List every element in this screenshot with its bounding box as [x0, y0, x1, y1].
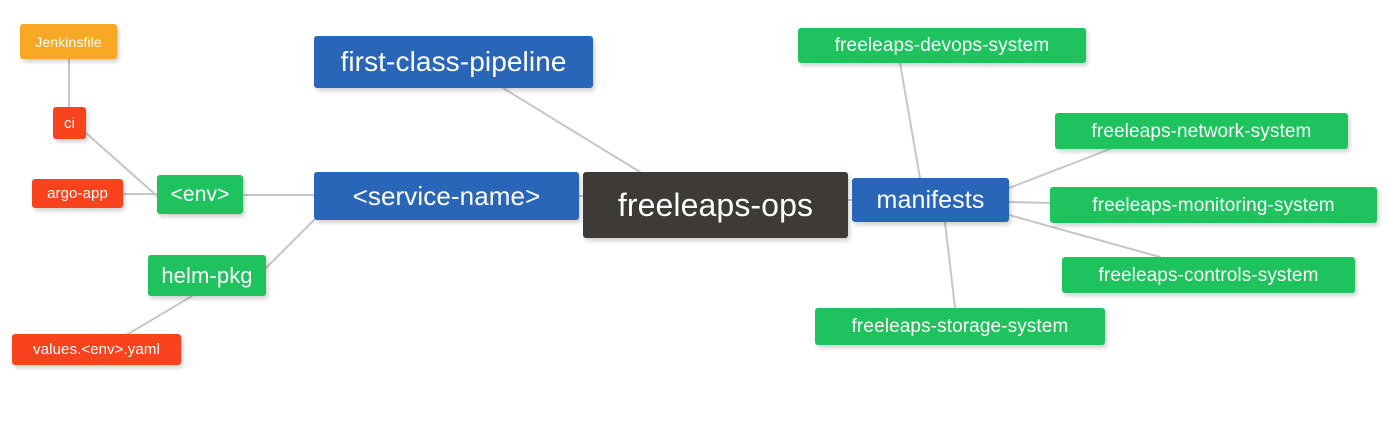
node-label-values-yaml: values.<env>.yaml — [33, 341, 160, 358]
node-jenkinsfile[interactable]: Jenkinsfile — [20, 24, 117, 59]
node-freeleaps-controls-system[interactable]: freeleaps-controls-system — [1062, 257, 1355, 293]
node-label-ci: ci — [63, 114, 76, 132]
edge-manifests-to-freeleaps-devops-system — [899, 62, 921, 179]
node-freeleaps-ops[interactable]: freeleaps-ops — [583, 172, 848, 238]
node-label-helm-pkg: helm-pkg — [161, 262, 253, 288]
node-label-manifests: manifests — [876, 185, 985, 214]
node-service-name[interactable]: <service-name> — [314, 172, 579, 220]
node-values-yaml[interactable]: values.<env>.yaml — [12, 334, 181, 365]
node-argo-app[interactable]: argo-app — [32, 179, 123, 208]
node-label-freeleaps-controls-system: freeleaps-controls-system — [1098, 264, 1319, 286]
node-ci[interactable]: ci — [53, 107, 86, 139]
node-label-service-name: <service-name> — [352, 181, 541, 211]
node-freeleaps-storage-system[interactable]: freeleaps-storage-system — [815, 308, 1105, 345]
node-label-first-class-pipeline: first-class-pipeline — [340, 46, 567, 77]
node-env[interactable]: <env> — [157, 175, 243, 214]
node-label-env: <env> — [170, 183, 230, 206]
node-manifests[interactable]: manifests — [852, 178, 1009, 222]
node-label-argo-app: argo-app — [47, 185, 108, 202]
node-freeleaps-devops-system[interactable]: freeleaps-devops-system — [798, 28, 1086, 63]
node-first-class-pipeline[interactable]: first-class-pipeline — [314, 36, 593, 88]
node-freeleaps-network-system[interactable]: freeleaps-network-system — [1055, 113, 1348, 149]
edge-first-class-pipeline-to-freeleaps-ops — [502, 87, 641, 173]
node-label-freeleaps-storage-system: freeleaps-storage-system — [851, 316, 1069, 337]
node-helm-pkg[interactable]: helm-pkg — [148, 255, 266, 296]
edge-manifests-to-freeleaps-storage-system — [944, 221, 956, 309]
edge-manifests-to-freeleaps-monitoring-system — [1008, 201, 1051, 204]
edge-service-name-to-helm-pkg — [265, 219, 315, 269]
edge-manifests-to-freeleaps-network-system — [1008, 148, 1111, 189]
node-label-jenkinsfile: Jenkinsfile — [35, 33, 102, 50]
node-label-freeleaps-monitoring-system: freeleaps-monitoring-system — [1092, 194, 1335, 216]
node-label-freeleaps-ops: freeleaps-ops — [617, 187, 814, 223]
node-label-freeleaps-devops-system: freeleaps-devops-system — [834, 35, 1050, 56]
node-label-freeleaps-network-system: freeleaps-network-system — [1091, 120, 1312, 142]
node-freeleaps-monitoring-system[interactable]: freeleaps-monitoring-system — [1050, 187, 1377, 223]
